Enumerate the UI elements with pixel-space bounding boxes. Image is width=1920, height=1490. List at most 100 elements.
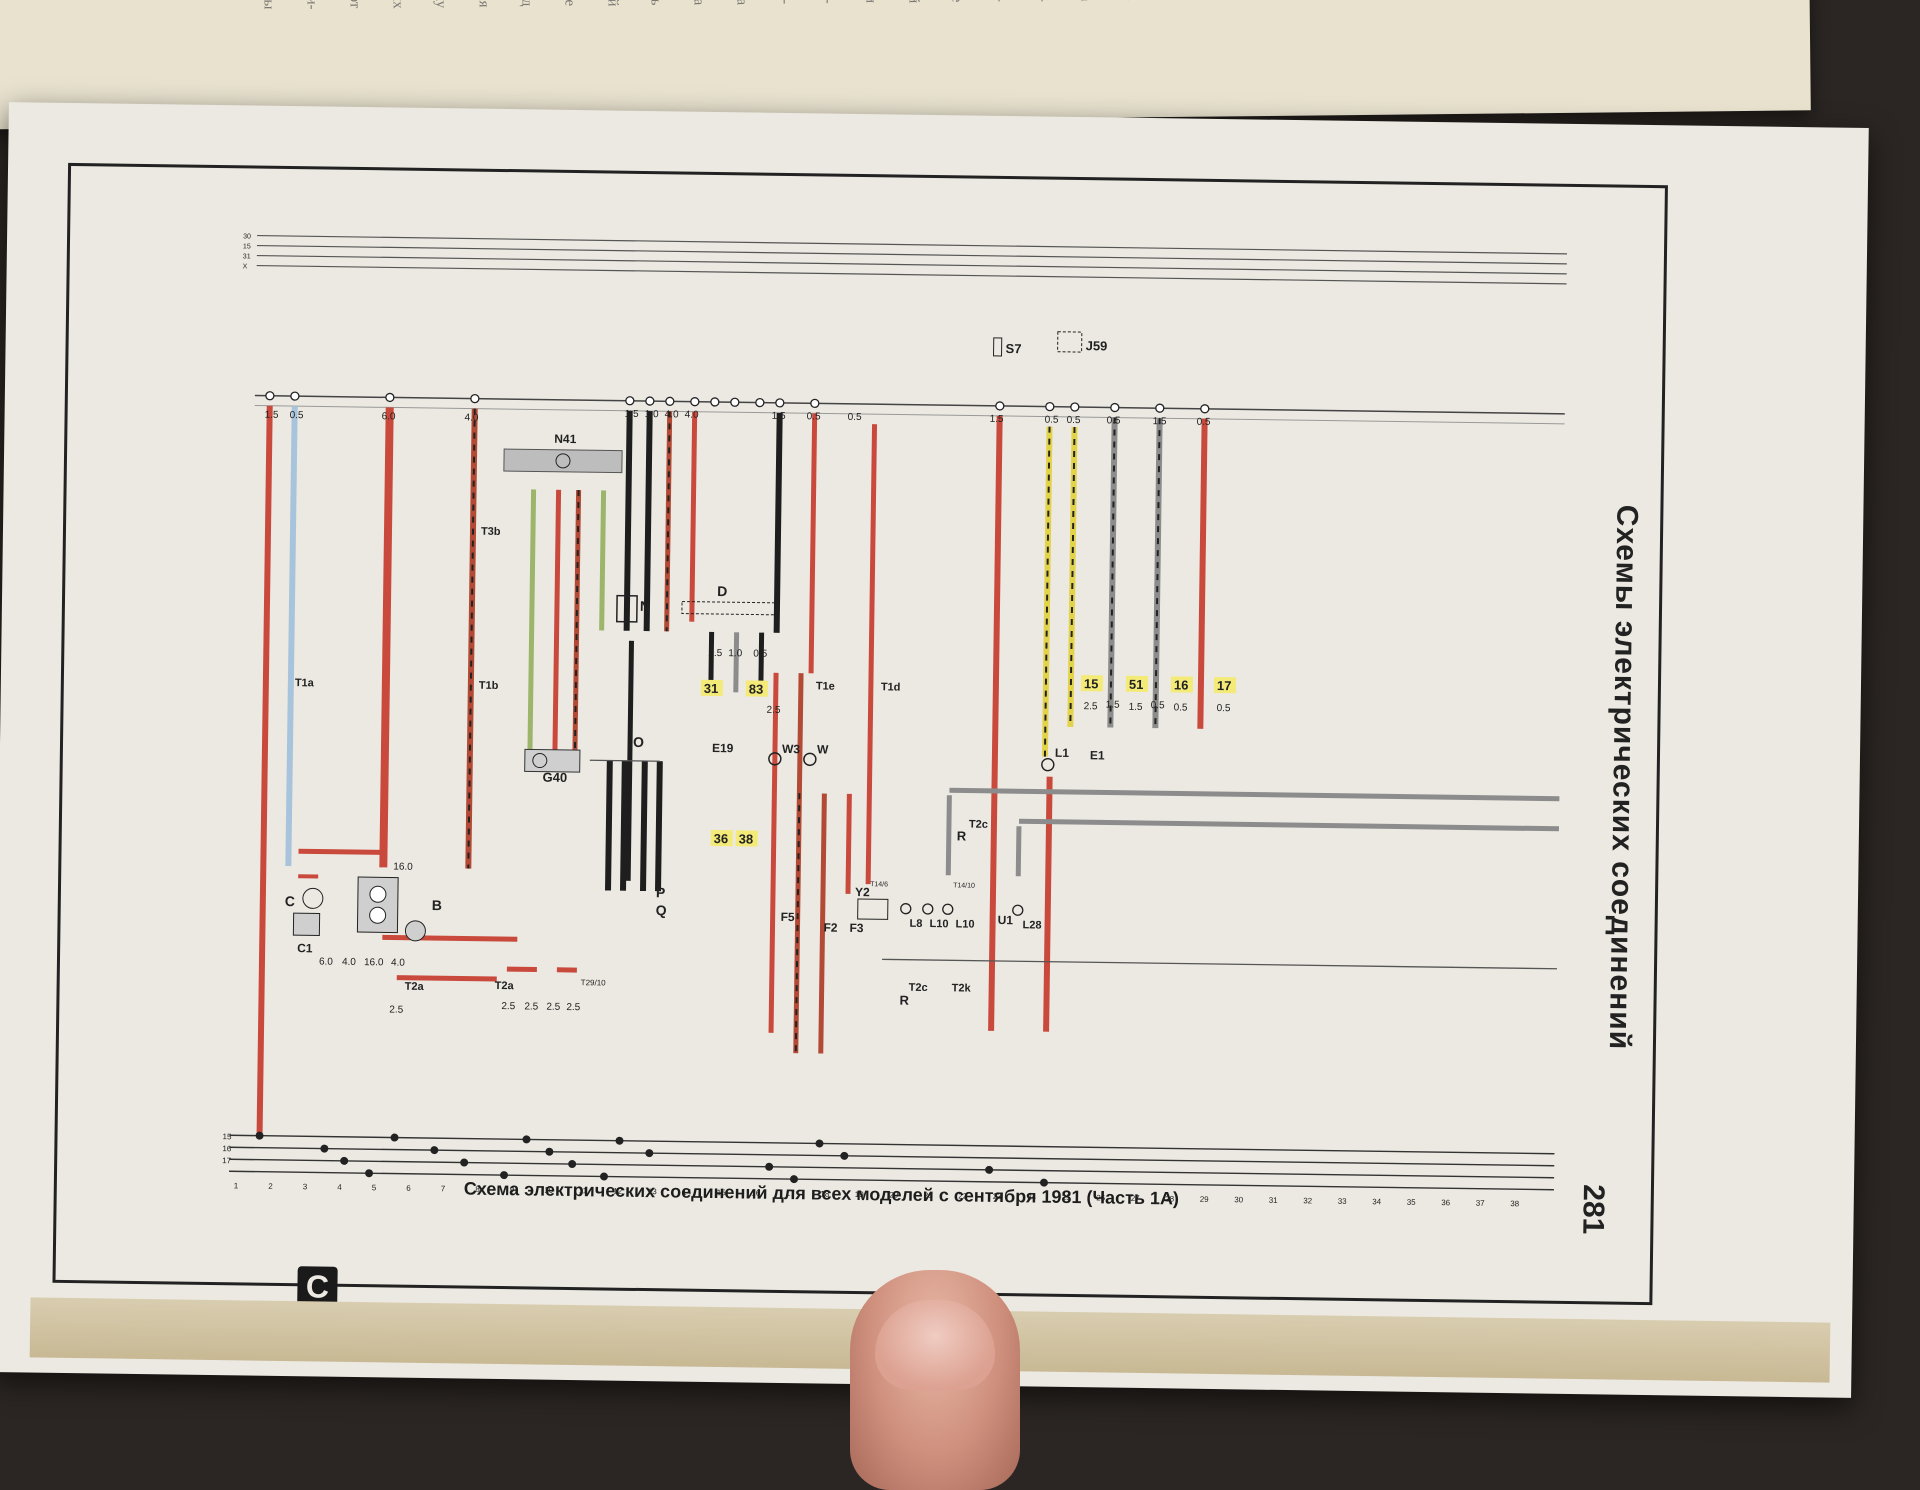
l28-lamp bbox=[1013, 905, 1023, 915]
wire-size-label: 6.0 bbox=[319, 956, 333, 967]
track-number: 7 bbox=[441, 1184, 446, 1193]
t2a-label: T2a bbox=[405, 981, 425, 993]
vertical-wire bbox=[623, 761, 625, 891]
wire-size-label: 1.5 bbox=[772, 411, 786, 422]
previous-page-word: вход bbox=[517, 0, 534, 7]
ground-node bbox=[645, 1149, 653, 1157]
previous-page-word: ра- bbox=[818, 0, 835, 4]
ground-node bbox=[365, 1169, 373, 1177]
l28-label: L28 bbox=[1022, 919, 1041, 931]
ground-bus-label: 16 bbox=[222, 1144, 232, 1153]
previous-page-word: ой bbox=[904, 0, 921, 3]
f2-label: F2 bbox=[823, 921, 838, 935]
vertical-wire bbox=[1155, 418, 1159, 728]
t2a-label-2: T2a bbox=[495, 980, 515, 992]
wire-size-label: 2.5 bbox=[766, 705, 780, 716]
track-number: 35 bbox=[1407, 1198, 1417, 1207]
wire-size-label: 2.5 bbox=[501, 1001, 515, 1012]
terminal-junction bbox=[386, 393, 394, 401]
t29-label: T29/10 bbox=[581, 978, 607, 987]
t14-10-label: T14/10 bbox=[953, 882, 975, 889]
terminal-junction bbox=[691, 398, 699, 406]
vertical-wire bbox=[1200, 419, 1204, 729]
reference-tag-label: 16 bbox=[1174, 677, 1189, 692]
bus-line bbox=[257, 246, 1567, 264]
previous-page-word: шитe bbox=[560, 0, 577, 7]
terminal-junction bbox=[291, 392, 299, 400]
horizontal-wire bbox=[1019, 821, 1559, 829]
q-label: Q bbox=[656, 902, 667, 918]
ignition-switch bbox=[682, 602, 777, 615]
track-number: 34 bbox=[1372, 1197, 1382, 1206]
ground-bus-label: 17 bbox=[222, 1156, 232, 1165]
previous-page-word: мый bbox=[603, 0, 620, 6]
previous-page-word: тормо- bbox=[990, 0, 1007, 2]
l10-label-2: L10 bbox=[955, 918, 974, 930]
o-label: O bbox=[633, 734, 644, 750]
terminal-junction bbox=[996, 402, 1004, 410]
reference-tag-label: 38 bbox=[739, 831, 754, 846]
terminal-strip bbox=[255, 396, 1565, 414]
track-number: 2 bbox=[268, 1182, 273, 1191]
previous-page-word: ще- bbox=[1119, 0, 1136, 1]
bus-label: 30 bbox=[243, 233, 251, 240]
vertical-wire bbox=[658, 761, 660, 891]
terminal-junction bbox=[1071, 403, 1079, 411]
track-number: 32 bbox=[1303, 1196, 1313, 1205]
wire-size-label: 4.0 bbox=[342, 957, 356, 968]
terminal-junction bbox=[776, 399, 784, 407]
u1-label: U1 bbox=[998, 913, 1014, 927]
ground-bus bbox=[229, 1147, 1554, 1165]
alternator bbox=[303, 888, 323, 908]
ground-node bbox=[600, 1172, 608, 1180]
terminal-junction bbox=[666, 397, 674, 405]
wire-size-label: 0.5 bbox=[1045, 415, 1059, 426]
ground-node bbox=[840, 1152, 848, 1160]
ground-node bbox=[615, 1137, 623, 1145]
ground-node bbox=[790, 1175, 798, 1183]
terminal-junction bbox=[646, 397, 654, 405]
wire-size-label: 4.0 bbox=[665, 409, 679, 420]
ground-node bbox=[568, 1160, 576, 1168]
vertical-wire bbox=[692, 412, 695, 622]
ground-node bbox=[390, 1134, 398, 1142]
previous-page-word: ветры bbox=[259, 0, 276, 10]
regulator-label: C1 bbox=[297, 941, 313, 955]
track-number: 36 bbox=[1441, 1198, 1451, 1207]
horizontal-wire bbox=[299, 851, 384, 852]
wire-size-label: 1.0 bbox=[728, 648, 742, 659]
reference-tag-label: 31 bbox=[704, 681, 719, 696]
terminal-junction bbox=[1111, 403, 1119, 411]
s7-label: S7 bbox=[1006, 341, 1022, 356]
ground-node bbox=[500, 1171, 508, 1179]
vertical-wire bbox=[868, 424, 874, 884]
wire-size-label: 0.5 bbox=[1107, 415, 1121, 426]
indicator-lamp bbox=[901, 904, 911, 914]
wire-size-label: 6.0 bbox=[382, 411, 396, 422]
indicator-lamp bbox=[923, 904, 933, 914]
ignition-switch-label: D bbox=[717, 583, 727, 599]
wire-size-label: 1.5 bbox=[1106, 699, 1120, 710]
l10-label: L10 bbox=[929, 918, 948, 930]
previous-page-word: от bbox=[345, 0, 362, 9]
terminal-junction bbox=[471, 395, 479, 403]
previous-page-word: вы- bbox=[775, 0, 792, 4]
t1e-label: T1e bbox=[816, 680, 835, 692]
ground-node bbox=[545, 1148, 553, 1156]
r-label: R bbox=[957, 828, 967, 843]
bus-line bbox=[257, 236, 1567, 254]
terminal-junction bbox=[731, 398, 739, 406]
indicator-lamp bbox=[943, 904, 953, 914]
wire-size-label: 1.5 bbox=[990, 414, 1004, 425]
y2-clock bbox=[858, 899, 888, 919]
t2c-label: T2c bbox=[969, 819, 988, 831]
vertical-wire bbox=[555, 490, 559, 750]
t2k-label: T2k bbox=[952, 982, 972, 994]
horizontal-wire bbox=[590, 760, 660, 761]
tag-wire-size: 1.5 bbox=[1129, 702, 1143, 713]
vertical-wire bbox=[288, 406, 294, 866]
t1d-label: T1d bbox=[881, 681, 901, 693]
previous-page-word: и на bbox=[1076, 0, 1093, 1]
w-label: W bbox=[817, 742, 829, 756]
wire-size-label: 2.5 bbox=[546, 1002, 560, 1013]
